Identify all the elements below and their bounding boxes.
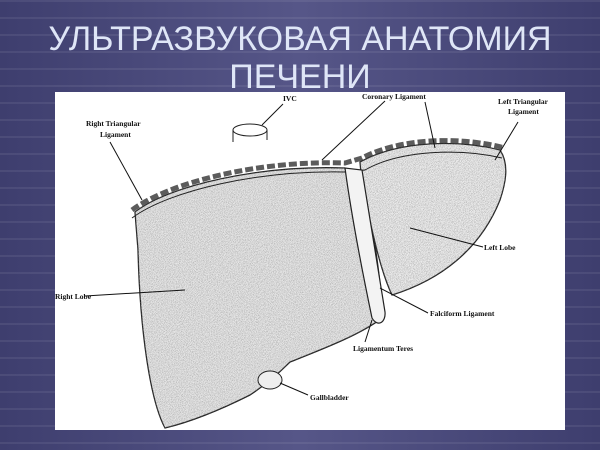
- label-ligamentum-teres: Ligamentum Teres: [353, 344, 413, 353]
- label-gallbladder: Gallbladder: [310, 393, 349, 402]
- label-ivc: IVC: [283, 94, 297, 103]
- ivc-shape: [232, 123, 268, 137]
- coronary-ligament-band: [130, 138, 506, 213]
- label-coronary-ligament: Coronary Ligament: [362, 92, 426, 101]
- label-left-triangular-ligament-1: Left Triangular: [498, 97, 549, 106]
- liver-anatomy-diagram: IVC Coronary Ligament Left Triangular Li…: [55, 92, 565, 430]
- slide-title-line1: УЛЬТРАЗВУКОВАЯ АНАТОМИЯ: [48, 20, 552, 58]
- label-right-triangular-ligament-1: Right Triangular: [86, 119, 141, 128]
- gallbladder-shape: [257, 370, 283, 390]
- label-left-lobe: Left Lobe: [484, 243, 516, 252]
- label-left-triangular-ligament-2: Ligament: [508, 107, 539, 116]
- leader-lines: [84, 100, 519, 396]
- right-lobe-shape: [134, 167, 383, 429]
- label-right-lobe: Right Lobe: [55, 292, 92, 301]
- falciform-ligament-shape: [344, 167, 386, 324]
- left-lobe-shape: [359, 142, 507, 296]
- slide-title-line2: ПЕЧЕНИ: [229, 58, 371, 96]
- label-right-triangular-ligament-2: Ligament: [100, 130, 131, 139]
- label-falciform-ligament: Falciform Ligament: [430, 309, 495, 318]
